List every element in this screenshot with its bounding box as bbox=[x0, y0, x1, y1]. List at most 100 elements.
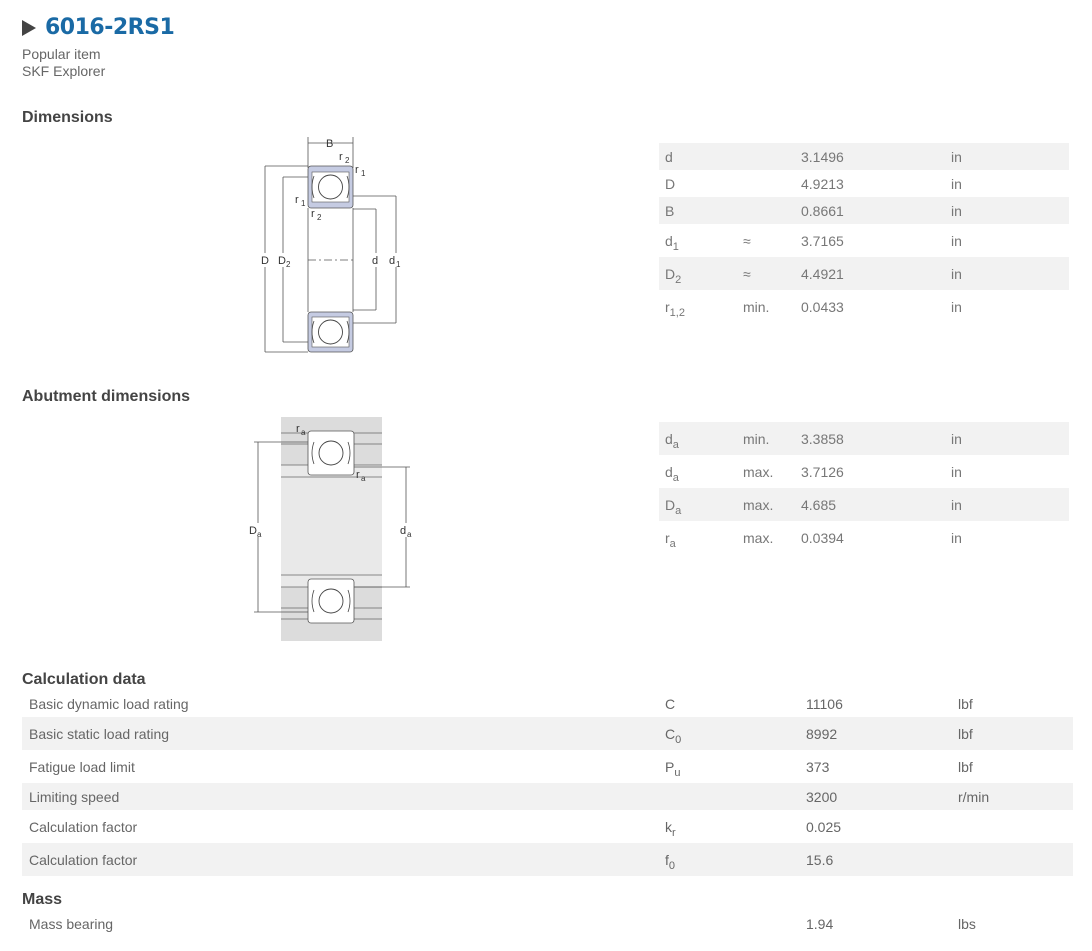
product-header: 6016-2RS1 Popular item SKF Explorer bbox=[22, 12, 175, 80]
label-r2-top-sub: 2 bbox=[345, 156, 350, 165]
unit-cell: in bbox=[951, 202, 962, 219]
table-row: r1,2 min. 0.0433 in bbox=[659, 290, 1069, 323]
symbol-cell: D bbox=[665, 175, 676, 192]
unit-cell: in bbox=[951, 232, 962, 249]
label-r2-inner-sub: 2 bbox=[317, 213, 322, 222]
qualifier-cell: max. bbox=[743, 463, 774, 480]
table-row: Limiting speed 3200 r/min bbox=[22, 783, 1073, 810]
value-cell: 4.4921 bbox=[801, 265, 844, 282]
label-ra-right-sub: a bbox=[361, 474, 366, 483]
dimensions-heading: Dimensions bbox=[22, 109, 113, 126]
symbol-cell: B bbox=[665, 202, 675, 219]
qualifier-cell: ≈ bbox=[743, 232, 751, 249]
qualifier-cell: max. bbox=[743, 529, 774, 546]
symbol-subscript: a bbox=[675, 504, 682, 517]
value-cell: 3.3858 bbox=[801, 430, 844, 447]
label-r2-top: r bbox=[339, 151, 343, 163]
symbol-subscript: 1,2 bbox=[669, 306, 685, 319]
brand-label: SKF Explorer bbox=[22, 63, 106, 79]
label-d1: d bbox=[389, 255, 395, 267]
name-cell: Limiting speed bbox=[29, 788, 120, 805]
table-row: Fatigue load limit Pu 373 lbf bbox=[22, 750, 1073, 783]
unit-cell: in bbox=[951, 265, 962, 282]
unit-cell: in bbox=[951, 496, 962, 513]
symbol-cell: f0 bbox=[665, 851, 676, 872]
name-cell: Calculation factor bbox=[29, 851, 138, 868]
unit-cell: lbf bbox=[958, 758, 973, 775]
label-D: D bbox=[261, 255, 269, 267]
unit-cell: r/min bbox=[958, 788, 990, 805]
label-d: d bbox=[372, 255, 378, 267]
label-D2-sub: 2 bbox=[286, 260, 291, 269]
symbol-cell: C0 bbox=[665, 725, 682, 746]
unit-cell: in bbox=[951, 298, 962, 315]
name-cell: Basic static load rating bbox=[29, 725, 170, 742]
value-cell: 0.0394 bbox=[801, 529, 844, 546]
symbol-cell: C bbox=[665, 695, 676, 712]
unit-cell: lbf bbox=[958, 725, 973, 742]
name-cell: Fatigue load limit bbox=[29, 758, 135, 775]
value-cell: 4.685 bbox=[801, 496, 837, 513]
symbol-subscript: 1 bbox=[672, 240, 679, 253]
unit-cell: lbf bbox=[958, 695, 973, 712]
value-cell: 3.7165 bbox=[801, 232, 844, 249]
name-cell: Mass bearing bbox=[29, 915, 114, 932]
play-arrow-icon bbox=[22, 19, 36, 36]
value-cell: 4.9213 bbox=[801, 175, 844, 192]
value-cell: 373 bbox=[806, 758, 830, 775]
value-cell: 0.0433 bbox=[801, 298, 844, 315]
label-da-sub: a bbox=[407, 530, 412, 539]
value-cell: 0.025 bbox=[806, 818, 842, 835]
name-cell: Calculation factor bbox=[29, 818, 138, 835]
symbol-cell: Pu bbox=[665, 758, 681, 779]
label-r2-inner: r bbox=[311, 208, 315, 220]
symbol-subscript: u bbox=[674, 766, 681, 779]
symbol-cell: d bbox=[665, 148, 673, 165]
symbol-cell: da bbox=[665, 430, 679, 451]
value-cell: 15.6 bbox=[806, 851, 834, 868]
symbol-subscript: 0 bbox=[675, 733, 682, 746]
bearing-dimensions-diagram: B r 2 r 1 r 1 r 2 D D 2 d d 1 bbox=[260, 137, 403, 353]
label-ra-top-sub: a bbox=[301, 428, 306, 437]
table-row: D2 ≈4.4921 in bbox=[659, 257, 1069, 290]
table-row: Calculation factor kr 0.025 bbox=[22, 810, 1073, 843]
abutment-diagram: r a r a D a d a bbox=[248, 417, 415, 641]
symbol-cell: ra bbox=[665, 529, 676, 550]
unit-cell: in bbox=[951, 175, 962, 192]
label-r1-top-sub: 1 bbox=[361, 169, 366, 178]
label-d1-sub: 1 bbox=[396, 260, 401, 269]
label-B: B bbox=[326, 138, 333, 150]
label-r1-top: r bbox=[355, 164, 359, 176]
qualifier-cell: ≈ bbox=[743, 265, 751, 282]
popular-item-label: Popular item bbox=[22, 46, 101, 62]
product-title: 6016-2RS1 bbox=[45, 14, 175, 40]
calculation-heading: Calculation data bbox=[22, 671, 146, 688]
symbol-cell: r1,2 bbox=[665, 298, 685, 319]
qualifier-cell: min. bbox=[743, 298, 770, 315]
symbol-subscript: r bbox=[672, 826, 676, 839]
label-r1-left-sub: 1 bbox=[301, 199, 306, 208]
symbol-cell: kr bbox=[665, 818, 676, 839]
symbol-cell: D2 bbox=[665, 265, 682, 286]
value-cell: 0.8661 bbox=[801, 202, 844, 219]
unit-cell: in bbox=[951, 463, 962, 480]
symbol-cell: Da bbox=[665, 496, 682, 517]
label-D2: D bbox=[278, 255, 286, 267]
table-row: Calculation factor f0 15.6 bbox=[22, 843, 1073, 876]
qualifier-cell: min. bbox=[743, 430, 770, 447]
qualifier-cell: max. bbox=[743, 496, 774, 513]
value-cell: 3200 bbox=[806, 788, 838, 805]
label-ra-top: r bbox=[296, 423, 300, 435]
value-cell: 3.1496 bbox=[801, 148, 844, 165]
label-ra-right: r bbox=[356, 469, 360, 481]
